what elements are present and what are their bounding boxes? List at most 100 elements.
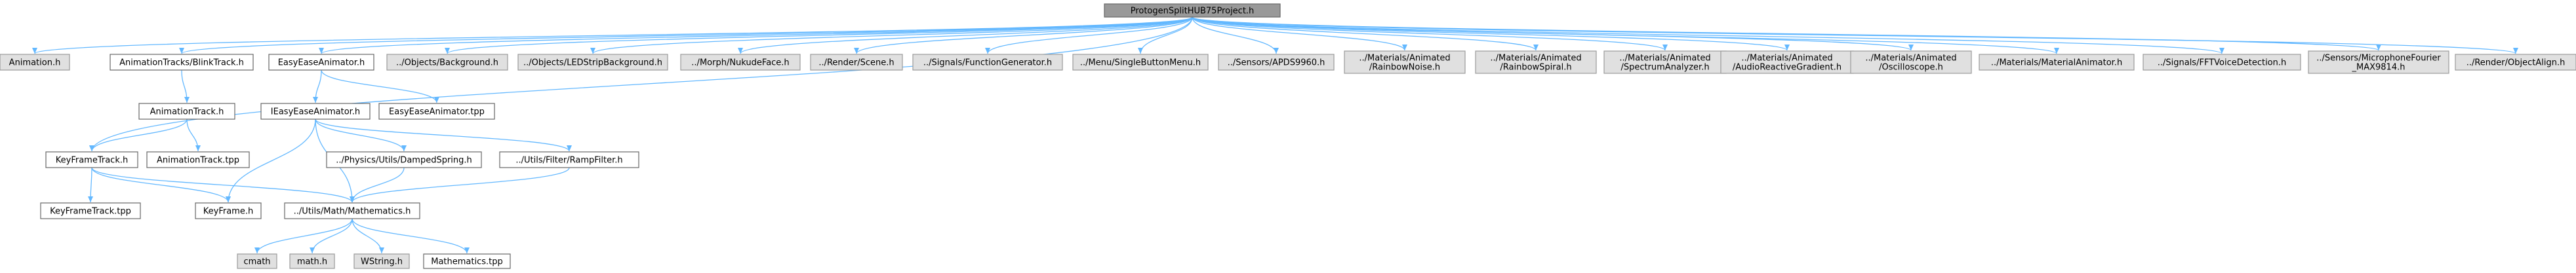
node-signals-fg: ../Signals/FunctionGenerator.h bbox=[912, 54, 1063, 71]
node-label: AnimationTrack.h bbox=[150, 107, 224, 117]
node-box bbox=[1072, 54, 1209, 71]
node-box bbox=[1344, 50, 1466, 74]
node-math-h: math.h bbox=[289, 253, 335, 269]
node-box bbox=[2455, 54, 2576, 71]
edge-root-to-signals_fg bbox=[985, 16, 1193, 54]
node-label: ../Materials/Animated bbox=[1865, 54, 1956, 64]
edge-mathematics-to-mathtpp bbox=[352, 218, 470, 254]
node-sensors-mic: ../Sensors/MicrophoneFourier_MAX9814.h bbox=[2308, 50, 2449, 74]
node-box bbox=[138, 103, 235, 120]
node-label: ../Materials/Animated bbox=[1359, 54, 1450, 64]
node-label: ../Sensors/MicrophoneFourier bbox=[2316, 54, 2441, 64]
edge-easyanimator-to-ieasy bbox=[313, 69, 322, 103]
node-box bbox=[353, 253, 410, 269]
node-box bbox=[284, 202, 420, 219]
node-label: KeyFrameTrack.h bbox=[56, 156, 128, 166]
edge-root-to-easyanimator bbox=[319, 16, 1193, 54]
node-label: KeyFrameTrack.tpp bbox=[50, 207, 131, 217]
node-label: ../Objects/Background.h bbox=[396, 58, 498, 68]
node-label: _MAX9814.h bbox=[2352, 63, 2405, 73]
edge-animtrack-to-animtracktpp bbox=[186, 118, 201, 152]
node-box bbox=[237, 253, 277, 269]
edge-ieasy-to-damped bbox=[315, 118, 407, 152]
node-label: ../Sensors/APDS9960.h bbox=[1228, 58, 1325, 68]
edge-root-to-objects_bg bbox=[445, 16, 1193, 54]
node-label: EasyEaseAnimator.tpp bbox=[389, 107, 485, 117]
node-box bbox=[268, 54, 374, 71]
node-box bbox=[1979, 54, 2135, 71]
node-root[interactable]: ProtogenSplitHUB75Project.h bbox=[1104, 3, 1281, 18]
node-animtrack[interactable]: AnimationTrack.h bbox=[138, 103, 235, 120]
node-label: ../Physics/Utils/DampedSpring.h bbox=[336, 156, 472, 166]
node-mat-animator: ../Materials/MaterialAnimator.h bbox=[1979, 54, 2135, 71]
edge-easyanimator-to-easytpp bbox=[321, 69, 439, 103]
node-label: math.h bbox=[297, 257, 327, 267]
edge-root-to-render_align bbox=[1192, 16, 2518, 54]
node-sensors-apds: ../Sensors/APDS9960.h bbox=[1218, 54, 1335, 71]
node-label: ../Render/ObjectAlign.h bbox=[2466, 58, 2566, 68]
node-mat-spiral: ../Materials/Animated/RainbowSpiral.h bbox=[1475, 50, 1597, 74]
edge-root-to-animation_h bbox=[32, 16, 1193, 54]
edge-root-to-mat_spectrum bbox=[1192, 16, 1668, 51]
node-label: IEasyEaseAnimator.h bbox=[271, 107, 360, 117]
node-box bbox=[499, 151, 639, 168]
node-ramp[interactable]: ../Utils/Filter/RampFilter.h bbox=[499, 151, 639, 168]
edge-root-to-mat_animator bbox=[1192, 16, 2059, 54]
node-blinktrack[interactable]: AnimationTracks/BlinkTrack.h bbox=[110, 54, 254, 71]
edge-kftrack-to-mathematics bbox=[91, 167, 355, 203]
node-box bbox=[110, 54, 254, 71]
node-label: Mathematics.tpp bbox=[431, 257, 503, 267]
node-render-align: ../Render/ObjectAlign.h bbox=[2455, 54, 2576, 71]
node-easytpp[interactable]: EasyEaseAnimator.tpp bbox=[378, 103, 495, 120]
node-animation-h: Animation.h bbox=[0, 54, 70, 71]
node-label: Animation.h bbox=[9, 58, 61, 68]
node-animtracktpp[interactable]: AnimationTrack.tpp bbox=[146, 151, 250, 168]
node-label: ../Morph/NukudeFace.h bbox=[691, 58, 789, 68]
node-mathtpp[interactable]: Mathematics.tpp bbox=[423, 253, 511, 269]
node-box bbox=[1218, 54, 1335, 71]
edge-root-to-render_scene bbox=[854, 16, 1193, 54]
node-kftrack[interactable]: KeyFrameTrack.h bbox=[45, 151, 138, 168]
node-box bbox=[326, 151, 482, 168]
node-kftracktpp[interactable]: KeyFrameTrack.tpp bbox=[40, 202, 141, 219]
edge-blinktrack-to-animtrack bbox=[181, 69, 190, 103]
node-wstring: WString.h bbox=[353, 253, 410, 269]
node-box bbox=[386, 54, 508, 71]
node-box bbox=[912, 54, 1063, 71]
node-label: /RainbowSpiral.h bbox=[1500, 63, 1571, 73]
node-label: ../Materials/Animated bbox=[1490, 54, 1581, 64]
node-label: /Oscilloscope.h bbox=[1879, 63, 1943, 73]
node-damped[interactable]: ../Physics/Utils/DampedSpring.h bbox=[326, 151, 482, 168]
node-box bbox=[810, 54, 903, 71]
node-label: ../Signals/FFTVoiceDetection.h bbox=[2158, 58, 2287, 68]
node-box bbox=[1475, 50, 1597, 74]
node-label: AnimationTrack.tpp bbox=[157, 156, 239, 166]
node-mat-spectrum: ../Materials/Animated/SpectrumAnalyzer.h bbox=[1603, 50, 1727, 74]
node-box bbox=[2143, 54, 2301, 71]
edge-ramp-to-mathematics bbox=[350, 167, 570, 203]
node-box bbox=[40, 202, 141, 219]
edge-mathematics-to-cmath bbox=[254, 218, 353, 254]
node-mat-osc: ../Materials/Animated/Oscilloscope.h bbox=[1850, 50, 1972, 74]
node-box bbox=[680, 54, 801, 71]
node-label: /SpectrumAnalyzer.h bbox=[1620, 63, 1709, 73]
node-label: ../Signals/FunctionGenerator.h bbox=[923, 58, 1052, 68]
node-mathematics[interactable]: ../Utils/Math/Mathematics.h bbox=[284, 202, 420, 219]
node-box bbox=[423, 253, 511, 269]
node-label: ../Materials/Animated bbox=[1741, 54, 1832, 64]
edge-root-to-mat_noise bbox=[1192, 16, 1407, 51]
node-menu: ../Menu/SingleButtonMenu.h bbox=[1072, 54, 1209, 71]
node-label: EasyEaseAnimator.h bbox=[278, 58, 365, 68]
node-keyframe[interactable]: KeyFrame.h bbox=[195, 202, 262, 219]
node-label: cmath bbox=[243, 257, 270, 267]
node-label: ../Render/Scene.h bbox=[818, 58, 894, 68]
edge-root-to-blinktrack bbox=[179, 16, 1193, 54]
node-box bbox=[1850, 50, 1972, 74]
edge-kftrack-to-keyframe bbox=[91, 167, 231, 203]
node-label: /RainbowNoise.h bbox=[1369, 63, 1440, 73]
edge-root-to-mat_spiral bbox=[1192, 16, 1539, 51]
node-easyanimator[interactable]: EasyEaseAnimator.h bbox=[268, 54, 374, 71]
node-ieasy[interactable]: IEasyEaseAnimator.h bbox=[260, 103, 371, 120]
